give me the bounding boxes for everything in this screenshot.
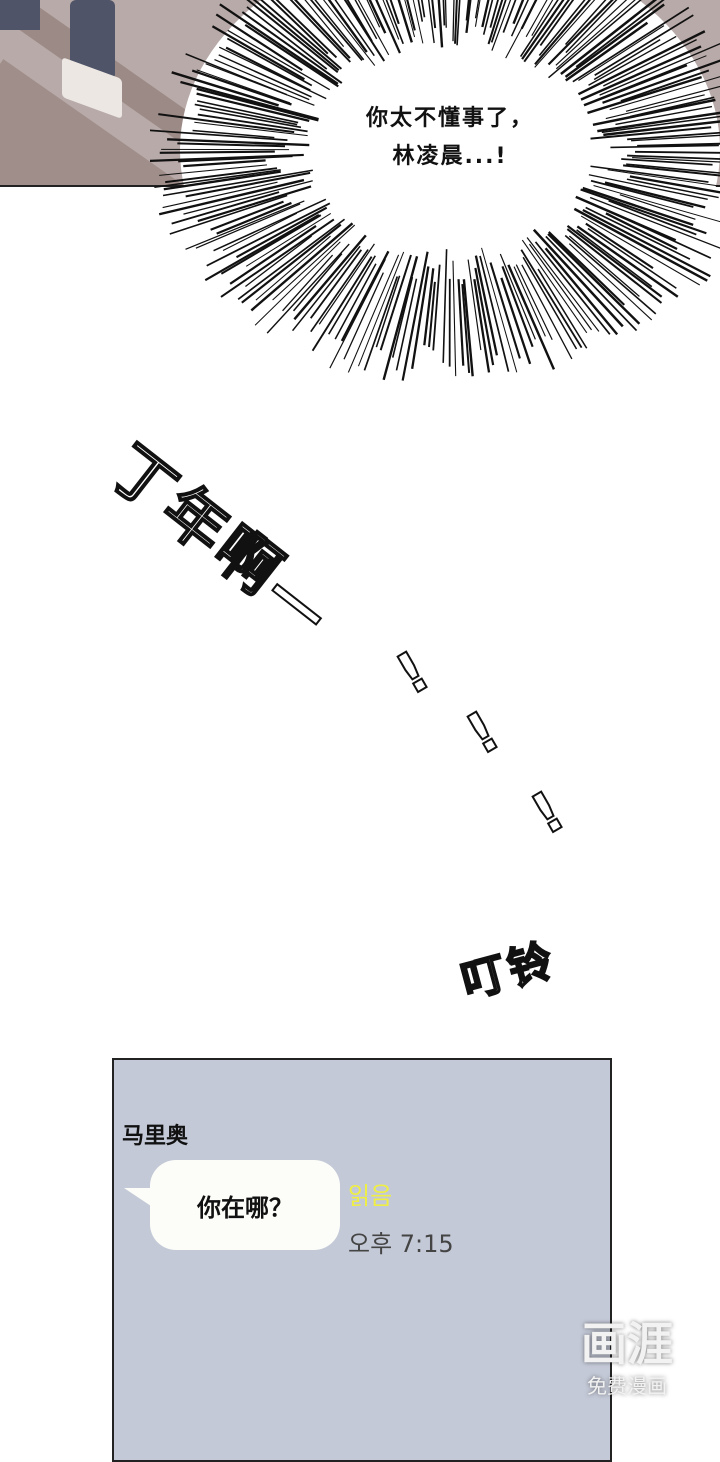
speed-lines-burst — [150, 0, 720, 390]
sfx-exclaim: ! — [456, 697, 514, 768]
speech-bubble-burst: 你太不懂事了， 林凌晨...! — [300, 100, 600, 176]
message-time: 오후 7:15 — [348, 1224, 454, 1259]
speech-line: 你太不懂事了， — [300, 100, 600, 138]
sfx-shout: 丁年啊— — [95, 420, 358, 653]
speed-line — [635, 152, 720, 153]
character-leg — [0, 0, 40, 30]
read-receipt: 읽음 — [348, 1176, 392, 1211]
speed-line — [160, 152, 275, 153]
sfx-exclaim: ! — [386, 637, 444, 708]
chat-sender-name: 马里奥 — [122, 1118, 188, 1150]
sfx-exclaim: ! — [521, 777, 579, 848]
watermark-logo: 画涯 — [562, 1318, 692, 1370]
speech-line: 林凌晨...! — [300, 138, 600, 176]
watermark-tagline: 免费漫画 — [562, 1370, 692, 1399]
message-text: 你在哪？ — [150, 1188, 340, 1223]
watermark: 画涯 免费漫画 — [562, 1318, 692, 1399]
chat-screen-panel: 马里奥 你在哪？ 읽음 오후 7:15 — [112, 1058, 612, 1462]
message-bubble: 你在哪？ — [150, 1160, 340, 1250]
sfx-ring: 叮铃 — [453, 924, 562, 1011]
